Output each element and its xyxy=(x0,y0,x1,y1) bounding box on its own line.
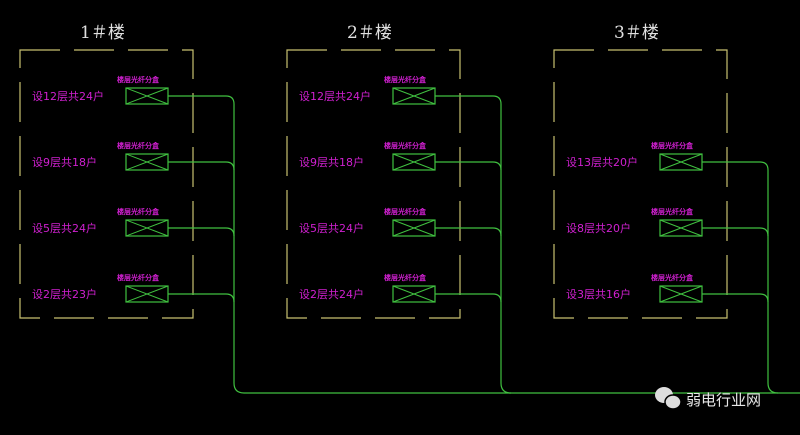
fiber-cable xyxy=(435,95,502,105)
fiber-cable xyxy=(435,161,502,171)
building-outline xyxy=(19,49,194,319)
fiber-distribution-box-icon xyxy=(659,285,703,303)
distribution-box-label: 楼层光纤分盒 xyxy=(651,273,694,282)
riser-cable xyxy=(500,104,512,394)
distribution-box-label: 楼层光纤分盒 xyxy=(117,273,160,282)
riser-cable xyxy=(233,104,245,394)
fiber-cable xyxy=(168,161,235,171)
fiber-distribution-box-icon xyxy=(125,153,169,171)
building-title: 1＃楼 xyxy=(80,23,125,43)
watermark: 弱电行业网 xyxy=(655,387,761,410)
fiber-cable xyxy=(168,95,235,105)
fiber-cable xyxy=(168,293,235,303)
watermark-text: 弱电行业网 xyxy=(686,391,761,409)
building-3: 3＃楼设13层共20户楼层光纤分盒设8层共20户楼层光纤分盒设3层共16户楼层光… xyxy=(553,23,779,394)
fiber-distribution-box-icon xyxy=(659,219,703,237)
riser-cable xyxy=(767,170,779,394)
floor-label: 设13层共20户 xyxy=(566,155,638,169)
distribution-box-label: 楼层光纤分盒 xyxy=(384,141,427,150)
distribution-box-label: 楼层光纤分盒 xyxy=(117,75,160,84)
floor-label: 设5层共24户 xyxy=(299,221,364,235)
distribution-box-label: 楼层光纤分盒 xyxy=(651,141,694,150)
fiber-cable xyxy=(702,227,769,237)
fiber-distribution-box-icon xyxy=(392,219,436,237)
floor-label: 设12层共24户 xyxy=(32,89,104,103)
fiber-distribution-box-icon xyxy=(125,219,169,237)
fiber-distribution-box-icon xyxy=(392,285,436,303)
floor-label: 设2层共23户 xyxy=(32,287,97,301)
fiber-cable xyxy=(435,293,502,303)
fiber-distribution-box-icon xyxy=(392,153,436,171)
fiber-cable xyxy=(702,293,769,303)
floor-label: 设12层共24户 xyxy=(299,89,371,103)
distribution-box-label: 楼层光纤分盒 xyxy=(384,273,427,282)
floor-label: 设2层共24户 xyxy=(299,287,364,301)
distribution-box-label: 楼层光纤分盒 xyxy=(651,207,694,216)
distribution-box-label: 楼层光纤分盒 xyxy=(384,75,427,84)
building-title: 2＃楼 xyxy=(347,23,392,43)
wechat-icon xyxy=(655,387,682,410)
floor-label: 设5层共24户 xyxy=(32,221,97,235)
fiber-cable xyxy=(168,227,235,237)
fiber-distribution-box-icon xyxy=(125,285,169,303)
building-outline xyxy=(286,49,461,319)
distribution-box-label: 楼层光纤分盒 xyxy=(117,207,160,216)
fiber-distribution-box-icon xyxy=(392,87,436,105)
floor-label: 设3层共16户 xyxy=(566,287,631,301)
floor-label: 设9层共18户 xyxy=(32,155,97,169)
fiber-distribution-box-icon xyxy=(125,87,169,105)
floor-label: 设9层共18户 xyxy=(299,155,364,169)
fiber-cable xyxy=(435,227,502,237)
building-2: 2＃楼设12层共24户楼层光纤分盒设9层共18户楼层光纤分盒设5层共24户楼层光… xyxy=(286,23,512,394)
fiber-cable xyxy=(702,161,769,171)
distribution-box-label: 楼层光纤分盒 xyxy=(384,207,427,216)
building-1: 1＃楼设12层共24户楼层光纤分盒设9层共18户楼层光纤分盒设5层共24户楼层光… xyxy=(19,23,245,394)
distribution-box-label: 楼层光纤分盒 xyxy=(117,141,160,150)
fiber-distribution-box-icon xyxy=(659,153,703,171)
building-title: 3＃楼 xyxy=(614,23,659,43)
building-outline xyxy=(553,49,728,319)
floor-label: 设8层共20户 xyxy=(566,221,631,235)
